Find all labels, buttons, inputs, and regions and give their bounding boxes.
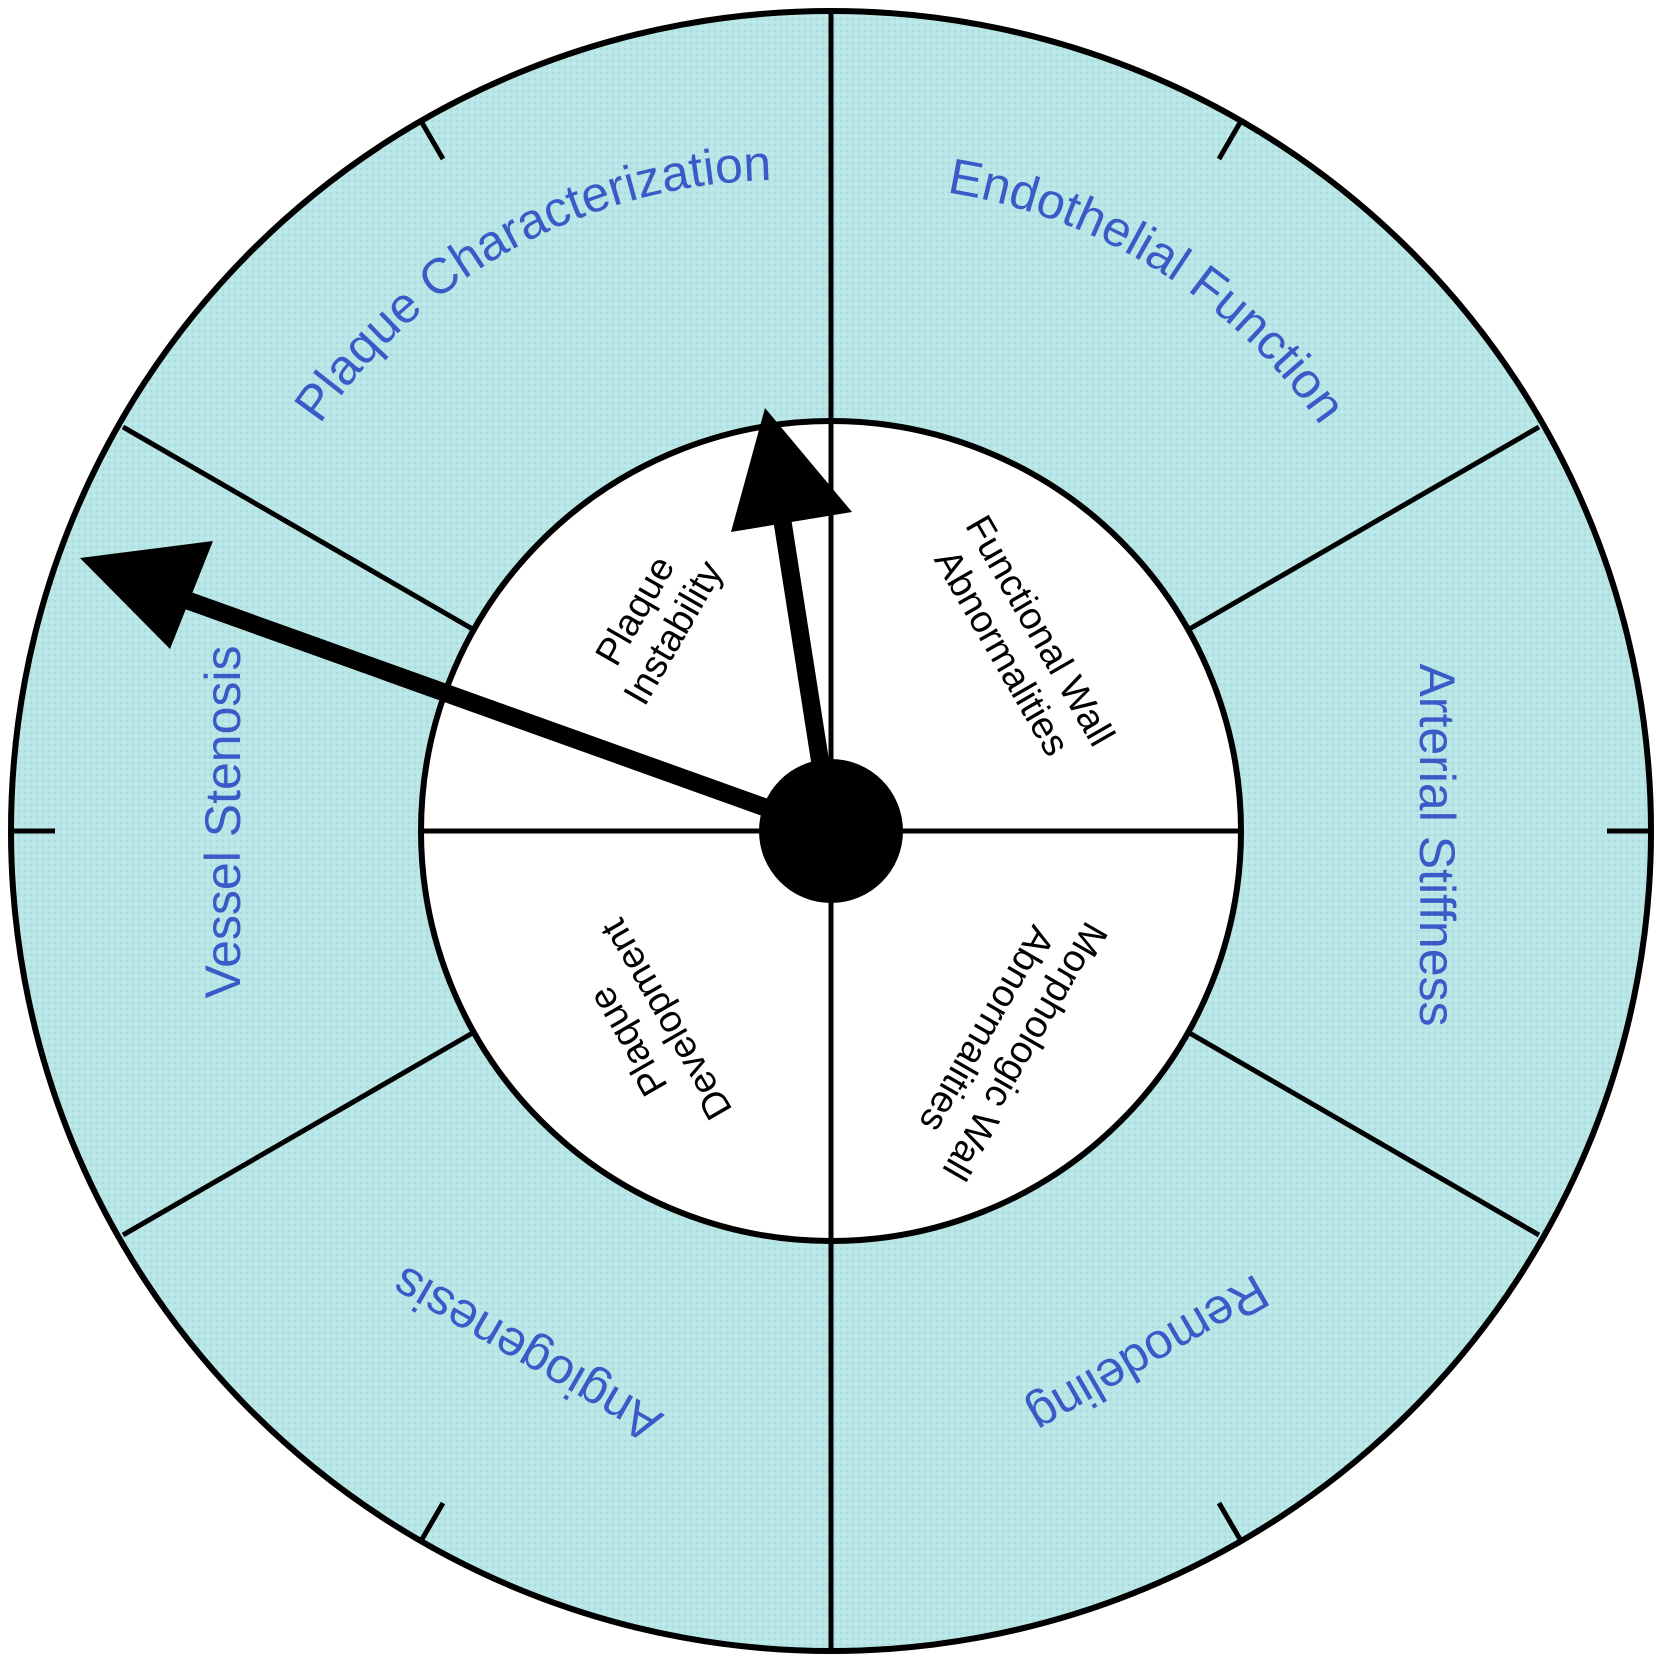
divider-upper-left xyxy=(121,424,478,634)
outer-label-vessel-stenosis: Vessel Stenosis xyxy=(195,646,251,999)
rim-ticks xyxy=(11,119,1651,1543)
tick-bottom-right xyxy=(1216,1501,1244,1543)
long-hand-shaft xyxy=(146,578,835,840)
divider-lower-left xyxy=(121,1028,478,1238)
outer-label-arterial-stiffness: Arterial Stiffness xyxy=(1409,663,1465,1026)
divider-upper-right xyxy=(1184,424,1541,634)
tick-top-right xyxy=(1216,119,1244,161)
divider-lower-right xyxy=(1184,1028,1541,1238)
long-hand-arrowhead xyxy=(80,541,213,649)
center-hub xyxy=(759,759,903,903)
long-hand xyxy=(80,541,835,840)
tick-top-left xyxy=(418,119,446,161)
short-hand-arrowhead xyxy=(731,408,852,532)
tick-bottom-left xyxy=(418,1501,446,1543)
outer-dividers xyxy=(121,11,1541,1651)
